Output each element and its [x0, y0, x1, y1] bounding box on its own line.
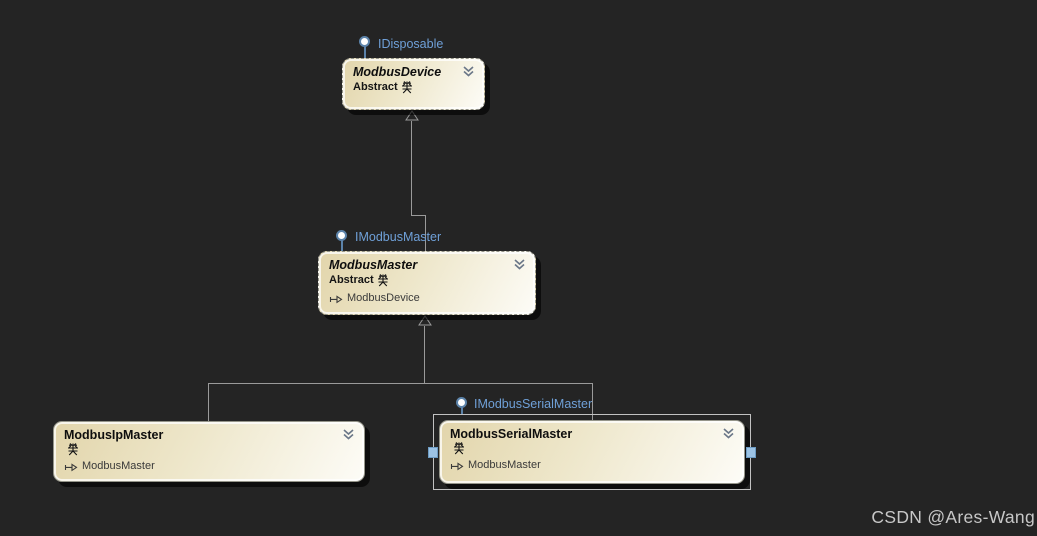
connector-segment[interactable]: [592, 383, 593, 420]
class-kind-icon: [377, 274, 388, 287]
class-modifier: Abstract: [329, 274, 374, 286]
base-class-row: ModbusMaster: [450, 458, 734, 473]
lollipop-stick: [461, 407, 463, 415]
generalization-arrowhead-icon[interactable]: [418, 315, 432, 326]
class-modifier: Abstract: [353, 81, 398, 93]
interface-lollipop-icon[interactable]: [359, 36, 370, 47]
class-title: ModbusDevice: [353, 65, 442, 79]
class-title: ModbusIpMaster: [64, 428, 164, 442]
class-title: ModbusSerialMaster: [450, 427, 573, 441]
class-node-modbusmaster[interactable]: ModbusMaster Abstract ModbusDevice: [318, 251, 536, 315]
connector-segment[interactable]: [424, 326, 425, 383]
inherits-arrow-icon: [450, 461, 464, 470]
chevron-collapse-icon[interactable]: [342, 429, 355, 440]
connector-segment[interactable]: [208, 383, 209, 421]
base-class-name: ModbusMaster: [468, 459, 541, 471]
interface-lollipop-icon[interactable]: [456, 397, 467, 408]
resize-handle-left[interactable]: [428, 447, 438, 458]
class-kind-row: [450, 442, 734, 455]
watermark-text: CSDN @Ares-Wang: [871, 507, 1035, 527]
class-title: ModbusMaster: [329, 258, 418, 272]
class-kind-icon: [454, 442, 464, 455]
connector-segment[interactable]: [208, 383, 593, 384]
class-kind-icon: [68, 443, 78, 456]
base-class-row: ModbusMaster: [64, 459, 354, 474]
class-kind-row: Abstract: [353, 80, 474, 95]
interface-label-imodbusserialmaster[interactable]: IModbusSerialMaster: [474, 397, 593, 411]
interface-label-imodbusmaster[interactable]: IModbusMaster: [355, 230, 442, 244]
base-class-name: ModbusDevice: [347, 292, 420, 304]
class-node-modbusdevice[interactable]: ModbusDevice Abstract: [342, 58, 485, 110]
connector-segment[interactable]: [411, 215, 426, 216]
class-kind-row: Abstract: [329, 273, 525, 288]
base-class-name: ModbusMaster: [82, 460, 155, 472]
selection-rectangle[interactable]: ModbusSerialMaster ModbusMaster: [428, 414, 756, 490]
class-node-modbusserialmaster[interactable]: ModbusSerialMaster ModbusMaster: [439, 420, 745, 484]
chevron-collapse-icon[interactable]: [462, 66, 475, 77]
connector-segment[interactable]: [425, 215, 426, 251]
class-node-modbusipmaster[interactable]: ModbusIpMaster ModbusMaster: [53, 421, 365, 482]
lollipop-stick: [364, 46, 366, 58]
generalization-arrowhead-icon[interactable]: [405, 110, 419, 121]
inherits-arrow-icon: [329, 294, 343, 303]
base-class-row: ModbusDevice: [329, 291, 525, 306]
inherits-arrow-icon: [64, 462, 78, 471]
interface-label-idisposable[interactable]: IDisposable: [378, 37, 444, 51]
chevron-collapse-icon[interactable]: [722, 428, 735, 439]
connector-segment[interactable]: [411, 121, 412, 215]
lollipop-stick: [341, 240, 343, 251]
chevron-collapse-icon[interactable]: [513, 259, 526, 270]
interface-lollipop-icon[interactable]: [336, 230, 347, 241]
resize-handle-right[interactable]: [746, 447, 756, 458]
class-kind-row: [64, 443, 354, 456]
class-kind-icon: [401, 81, 412, 94]
